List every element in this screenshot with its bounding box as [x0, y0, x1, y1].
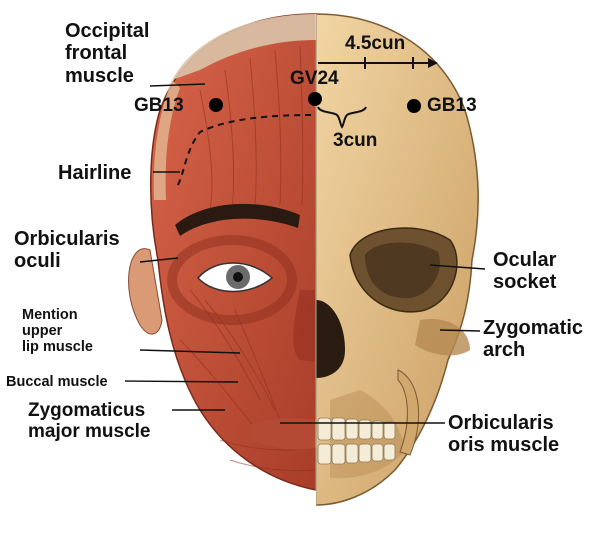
- label-zygomaticus-major-muscle: Zygomaticus major muscle: [28, 400, 151, 443]
- label-mention-upper-lip-muscle: Mention upper lip muscle: [22, 307, 93, 356]
- label-3cun: 3cun: [333, 130, 377, 152]
- label-4-5cun: 4.5cun: [345, 33, 405, 55]
- label-occipital-frontal-muscle: Occipital frontal muscle: [65, 20, 149, 87]
- label-orbicularis-oris-muscle: Orbicularis oris muscle: [448, 412, 559, 457]
- gv24-dot: [308, 92, 322, 106]
- label-buccal-muscle: Buccal muscle: [6, 374, 108, 390]
- label-gv24: GV24: [290, 68, 339, 90]
- label-gb13-left: GB13: [134, 95, 184, 117]
- gb13-right-dot: [407, 99, 421, 113]
- label-orbicularis-oculi: Orbicularis oculi: [14, 228, 120, 273]
- label-ocular-socket: Ocular socket: [493, 249, 556, 294]
- gb13-left-dot: [209, 98, 223, 112]
- label-hairline: Hairline: [58, 162, 131, 184]
- label-zygomatic-arch: Zygomatic arch: [483, 317, 583, 362]
- label-gb13-right: GB13: [427, 95, 477, 117]
